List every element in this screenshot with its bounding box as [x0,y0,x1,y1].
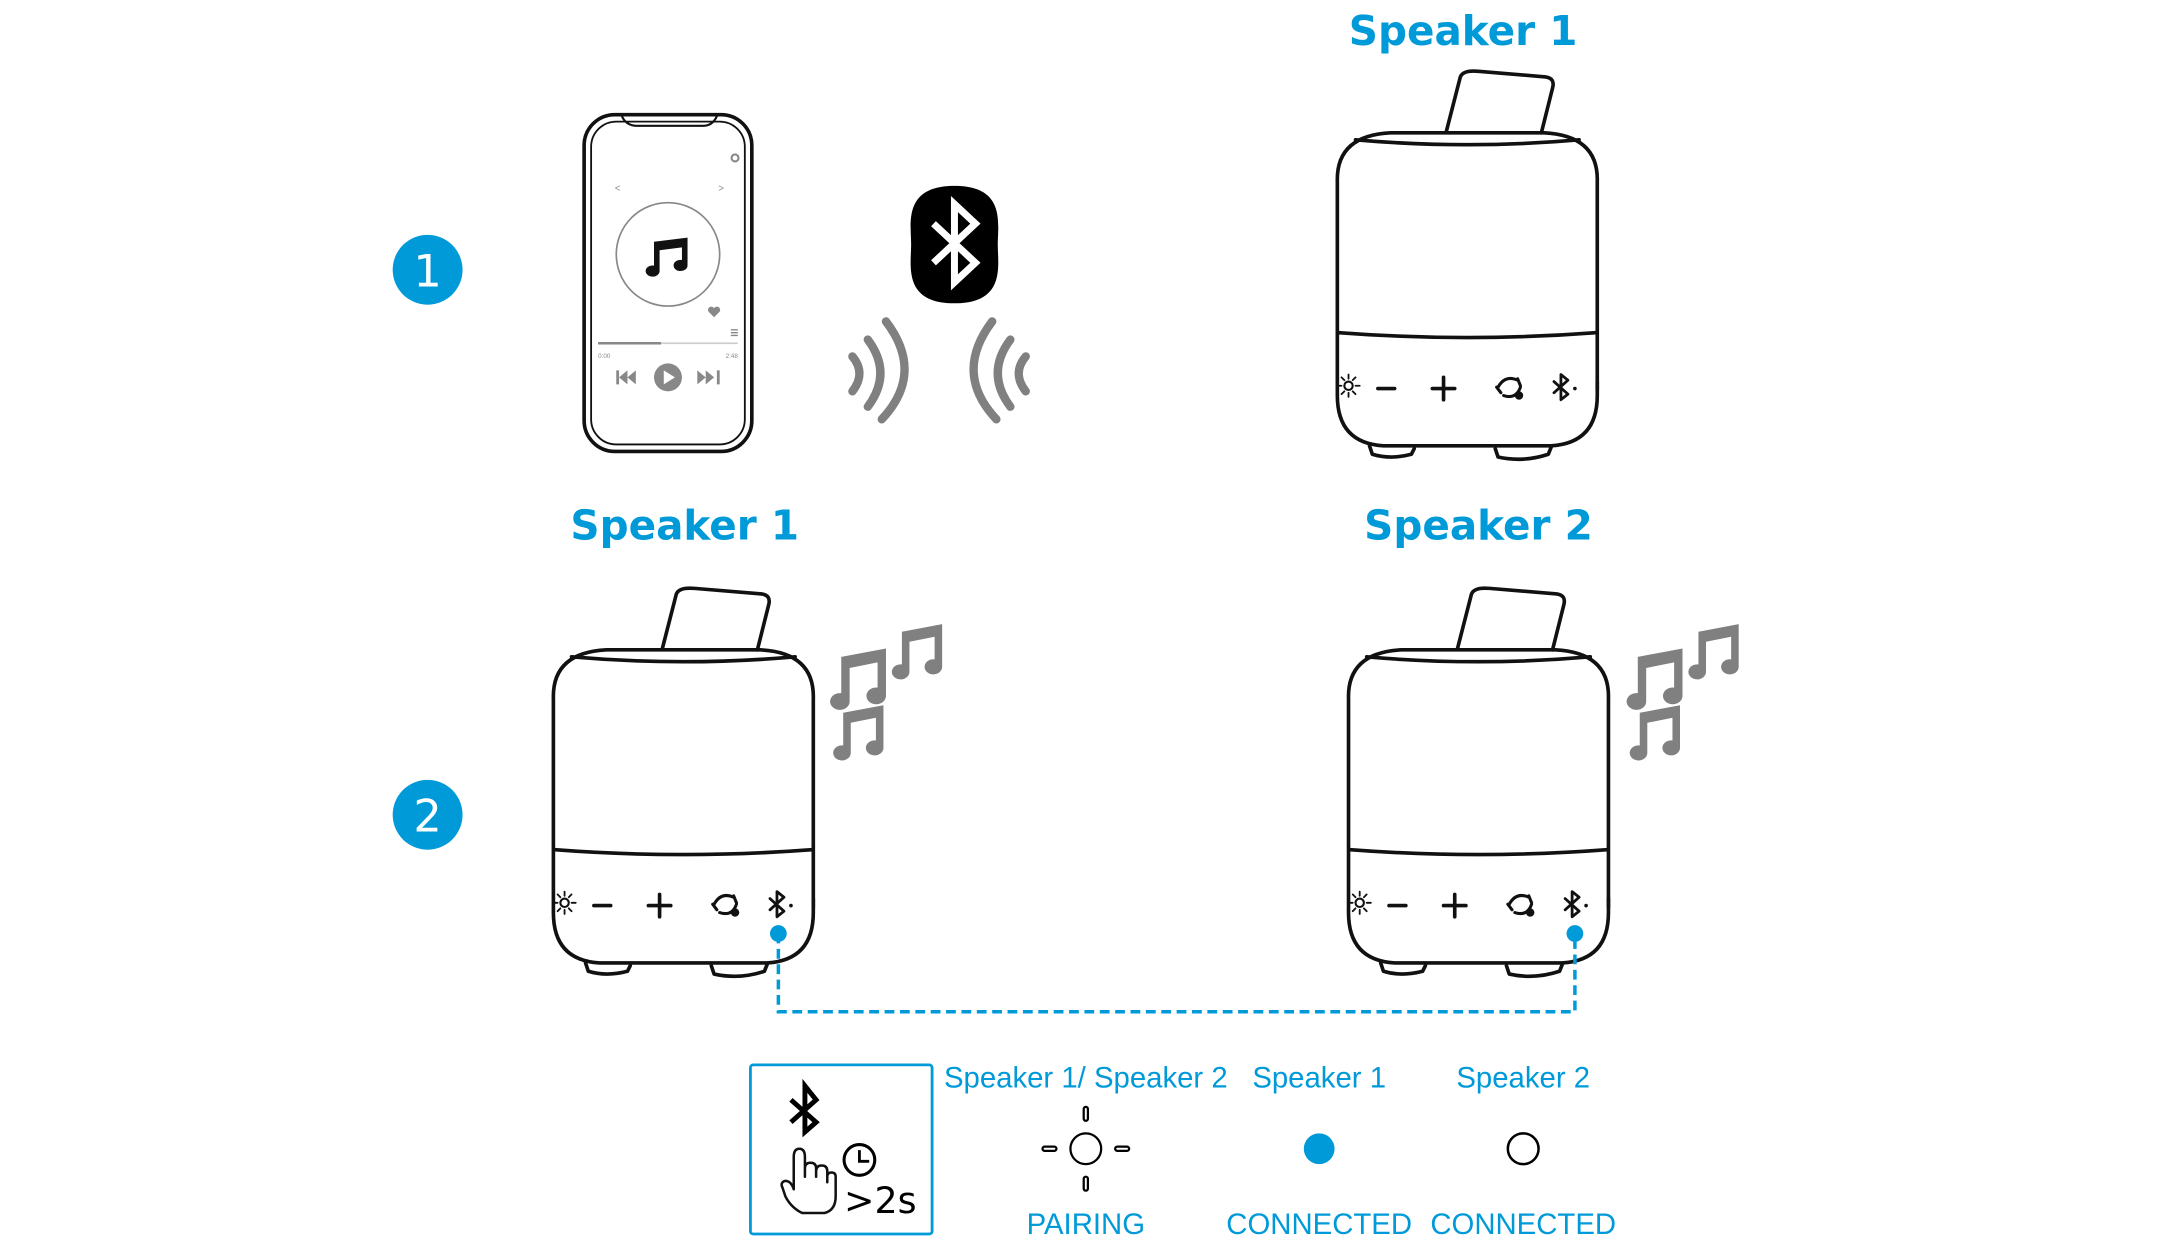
legend-title: Speaker 1 [1252,1061,1386,1094]
next-track-icon[interactable] [697,370,720,385]
step-number: 2 [413,790,441,843]
speaker-1-top [1335,69,1600,462]
signal-waves-icon [848,317,1030,424]
previous-track-icon[interactable] [616,370,636,385]
right-speaker-label: Speaker 2 [1364,501,1593,549]
play-icon[interactable] [654,363,682,392]
legend-item-pairing: Speaker 1/ Speaker 2 PAIRING [944,1061,1228,1241]
link-dashed-line [776,933,1577,1014]
time-elapsed: 0:00 [598,353,611,360]
progress-track[interactable] [598,342,738,345]
speaker-2 [1346,586,1611,979]
speaker-2-bluetooth-led[interactable] [1566,925,1584,942]
legend-state: CONNECTED [1226,1208,1412,1241]
off-led-icon [1506,1132,1540,1166]
bluetooth-icon [910,185,999,304]
legend-item-speaker-1-connected: Speaker 1 CONNECTED [1226,1061,1412,1241]
legend-title: Speaker 1/ Speaker 2 [944,1061,1228,1094]
blinking-led-icon [1041,1105,1131,1192]
legend-item-speaker-2-connected: Speaker 2 CONNECTED [1430,1061,1616,1241]
speaker-1 [551,586,816,979]
step-1-badge: 1 [392,234,463,305]
step-2-badge: 2 [392,779,463,850]
bluetooth-button-icon [789,1078,820,1138]
speaker-1-bluetooth-led[interactable] [769,925,787,942]
prev-arrow: < [615,183,621,194]
press-bluetooth-instruction: >2s [749,1063,934,1236]
left-speaker-label: Speaker 1 [570,501,799,549]
progress-fill [598,342,661,345]
playlist-icon [730,329,738,337]
music-notes-icon [1626,624,1739,761]
music-notes-icon [830,624,943,761]
time-total: 2:48 [726,353,739,360]
legend-title: Speaker 2 [1456,1061,1590,1094]
settings-icon [730,153,740,163]
press-duration: >2s [844,1179,916,1222]
top-speaker-label: Speaker 1 [1349,7,1578,55]
smartphone: < > 0:00 2:48 [582,112,754,454]
solid-led-icon [1303,1133,1335,1165]
clock-icon [842,1143,877,1177]
hand-press-icon [780,1147,837,1215]
step-number: 1 [413,245,441,298]
legend-state: PAIRING [1027,1208,1145,1241]
next-arrow: > [718,183,724,194]
music-note-icon [645,237,688,277]
album-art [615,201,721,307]
legend-state: CONNECTED [1430,1208,1616,1241]
heart-icon [707,306,721,318]
